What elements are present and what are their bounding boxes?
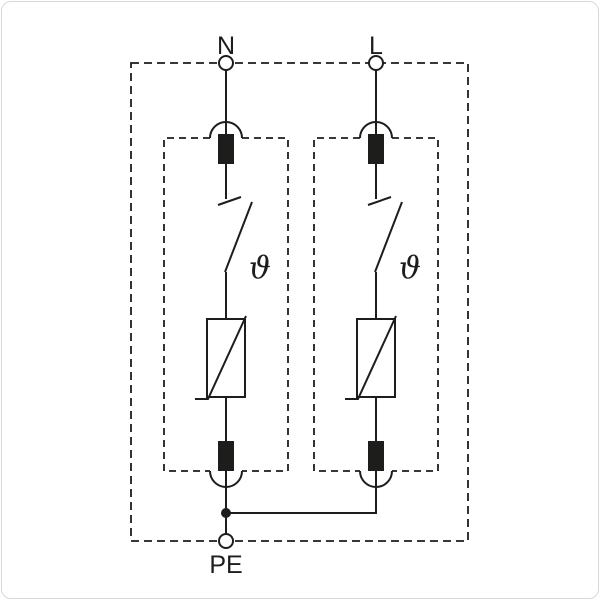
switch-blade <box>374 201 403 273</box>
enclosure-outline <box>130 62 469 542</box>
terminal-pin-bottom-icon <box>218 441 234 471</box>
terminal-pin-top-icon <box>368 134 384 164</box>
thermal-disconnect-switch-icon <box>367 196 403 273</box>
terminal-pin-top-icon <box>218 134 234 164</box>
terminal-circle-l <box>368 55 384 71</box>
switch-contact-tick <box>217 196 242 206</box>
theta-symbol-left: ϑ <box>249 250 271 286</box>
varistor-icon <box>345 315 397 400</box>
module-outline-left <box>163 137 289 472</box>
terminal-circle-n <box>218 55 234 71</box>
theta-symbol-right: ϑ <box>399 250 421 286</box>
varistor-icon <box>195 315 247 400</box>
thermal-disconnect-switch-icon <box>217 196 253 273</box>
terminal-label-n: N <box>217 32 235 60</box>
pe-bus <box>221 471 377 534</box>
varistor-diagonal <box>345 315 397 400</box>
terminal-label-pe: PE <box>209 551 242 579</box>
terminal-pin-bottom-icon <box>368 441 384 471</box>
protection-module-right: ϑ <box>313 70 439 488</box>
switch-blade <box>224 201 253 273</box>
wire-right-to-junction <box>226 471 377 514</box>
switch-contact-tick <box>367 196 392 206</box>
varistor-diagonal <box>195 315 247 400</box>
module-outline-right <box>313 137 439 472</box>
terminal-circle-pe <box>218 533 234 549</box>
terminal-label-l: L <box>369 32 383 60</box>
protection-module-left: ϑ <box>163 70 289 488</box>
